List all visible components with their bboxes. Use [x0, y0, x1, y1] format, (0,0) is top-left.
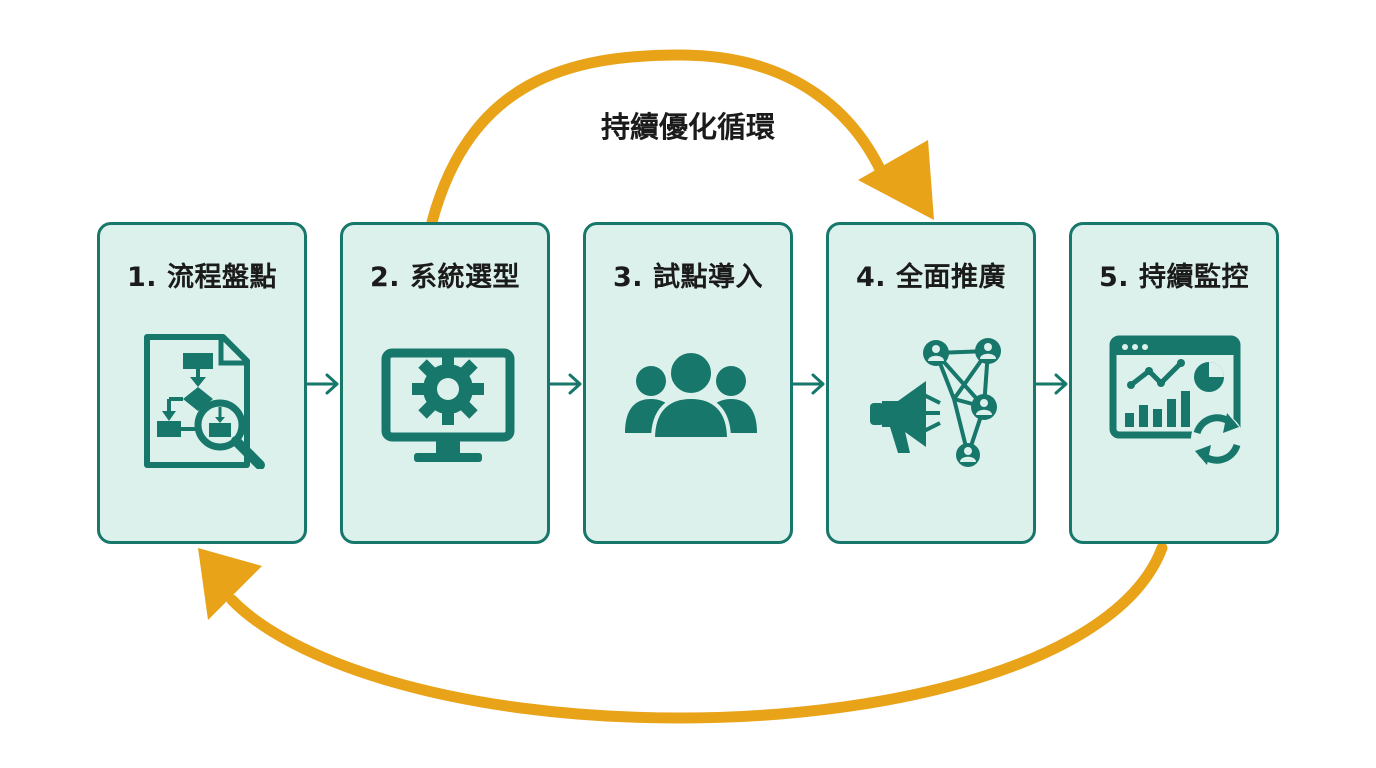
- bottom-loop-arrow: [226, 542, 1168, 724]
- step-title-1: 1. 流程盤點: [127, 262, 277, 293]
- step-title-2: 2. 系統選型: [370, 262, 520, 293]
- connector-arrow-1-2: [305, 370, 341, 398]
- bottom-loop-arrowhead: [198, 548, 262, 620]
- dashboard-refresh-icon: [1107, 329, 1247, 469]
- step-card-4: 4. 全面推廣: [826, 222, 1036, 544]
- step-card-2: 2. 系統選型: [340, 222, 550, 544]
- step-card-1: 1. 流程盤點: [97, 222, 307, 544]
- step-title-5: 5. 持續監控: [1099, 262, 1249, 293]
- step-title-3: 3. 試點導入: [613, 262, 763, 293]
- monitor-gear-icon: [378, 329, 518, 469]
- loop-label: 持續優化循環: [600, 110, 775, 144]
- connector-arrow-4-5: [1034, 370, 1070, 398]
- step-title-4: 4. 全面推廣: [856, 262, 1006, 293]
- connector-arrow-2-3: [548, 370, 584, 398]
- user-group-icon: [621, 329, 761, 469]
- top-loop-arrowhead: [858, 140, 934, 220]
- document-flowchart-magnifier-icon: [135, 329, 275, 469]
- step-card-5: 5. 持續監控: [1069, 222, 1279, 544]
- connector-arrow-3-4: [791, 370, 827, 398]
- step-card-3: 3. 試點導入: [583, 222, 793, 544]
- megaphone-network-icon: [864, 329, 1004, 469]
- top-loop-arrow: [426, 49, 891, 228]
